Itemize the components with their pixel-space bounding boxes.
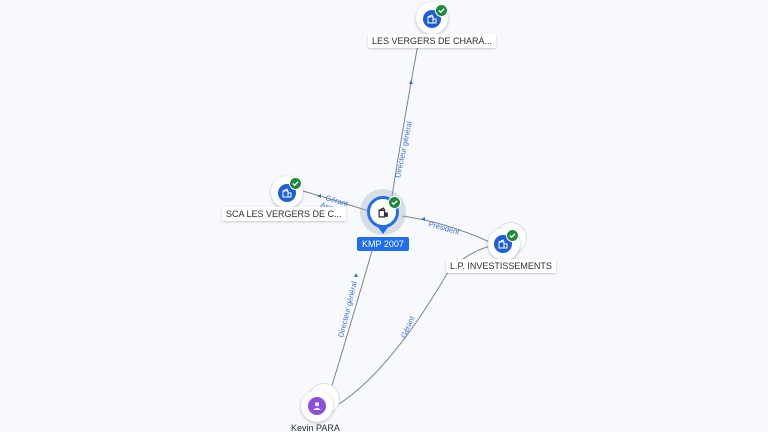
- edge-arrow: [317, 194, 321, 198]
- node-label: SCA LES VERGERS DE C...: [222, 207, 346, 221]
- edge-arrow: [409, 80, 413, 84]
- edge-label-main-top: Directeur général: [393, 120, 414, 178]
- node-label: LES VERGERS DE CHARA...: [368, 34, 497, 48]
- verified-check-icon: [435, 4, 448, 17]
- node-label: L.P. INVESTISSEMENTS: [446, 259, 556, 273]
- pin-tip: [377, 226, 389, 234]
- person-icon: [308, 397, 326, 415]
- edge-main-left: [302, 190, 373, 213]
- edge-right-main: [401, 215, 493, 244]
- verified-check-icon: [289, 177, 302, 190]
- node-label: KMP 2007: [357, 237, 409, 251]
- verified-check-icon: [388, 196, 401, 209]
- edge-arrow: [354, 273, 358, 277]
- edge-label-person-right: Gérant: [399, 314, 417, 339]
- edge-label-right-main: Président: [427, 219, 461, 237]
- edge-person-right: [335, 245, 493, 407]
- node-label: Kevin PARA: [291, 423, 340, 432]
- edge-arrow: [421, 217, 425, 221]
- edge-main-top: [391, 43, 419, 197]
- edge-person-main: [329, 243, 375, 393]
- verified-check-icon: [506, 229, 519, 242]
- edge-label-person-main: Directeur général: [336, 280, 359, 338]
